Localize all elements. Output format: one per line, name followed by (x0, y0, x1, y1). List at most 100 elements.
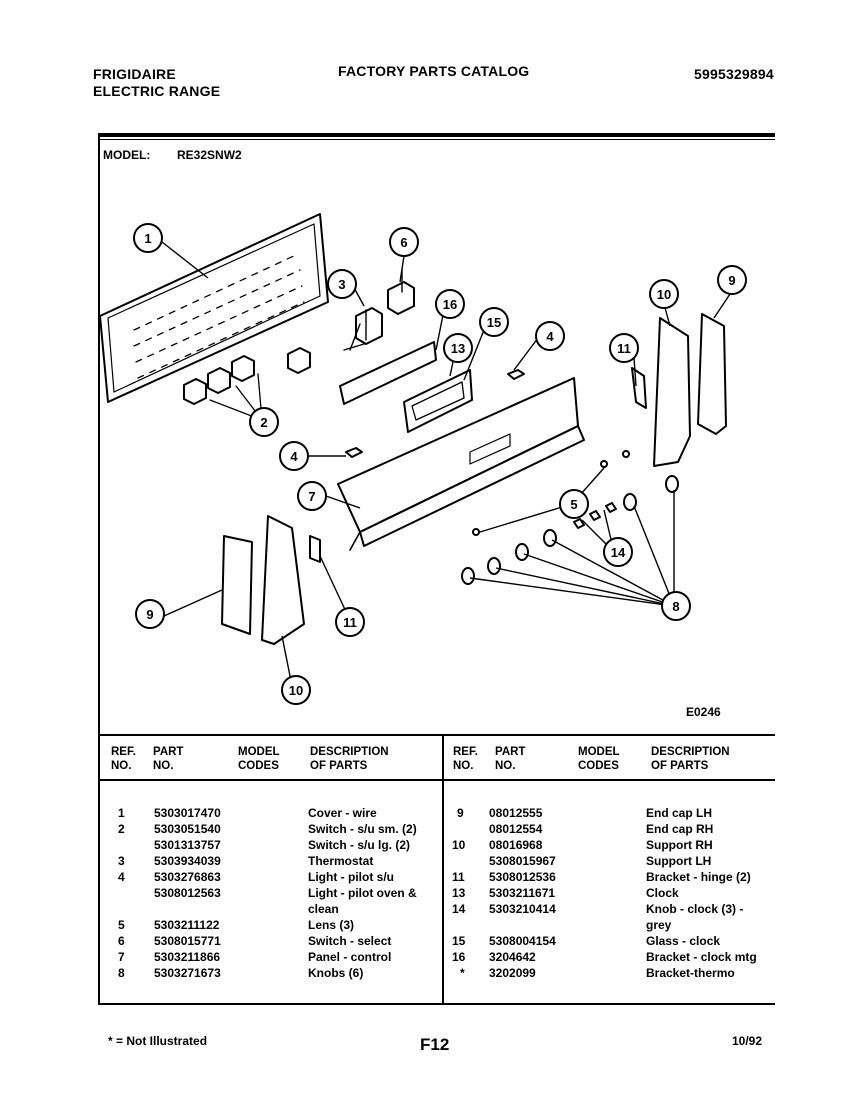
row-part: 08016968 (489, 838, 543, 852)
row-desc: Light - pilot oven & (308, 886, 417, 900)
revision-date: 10/92 (732, 1034, 763, 1048)
part-hinge-bracket-rh (631, 367, 647, 409)
row-desc: Knobs (6) (308, 966, 364, 980)
row-desc: Light - pilot s/u (308, 870, 394, 884)
row-part: 5303051540 (154, 822, 221, 836)
row-ref: 14 (452, 902, 466, 916)
header-part-right-line2: NO. (495, 760, 516, 772)
part-end-cap-rh (697, 313, 727, 435)
part-hinge-bracket-lh (309, 535, 321, 563)
row-ref: 5 (118, 918, 125, 932)
part-clock-bracket (339, 341, 437, 405)
row-ref: * (460, 966, 465, 980)
row-ref: 8 (118, 966, 125, 980)
header-desc-line1: DESCRIPTION (310, 746, 389, 758)
part-pilot-light-lower (345, 447, 363, 458)
header-model-right: MODEL CODES (578, 745, 620, 773)
row-desc: Cover - wire (308, 806, 377, 820)
row-part: 5301313757 (154, 838, 221, 852)
row-part: 5303271673 (154, 966, 221, 980)
frame-left-border (98, 133, 100, 1005)
svg-text:15: 15 (487, 315, 501, 330)
diagram-code: E0246 (686, 705, 721, 719)
header-ref: REF. NO. (111, 745, 136, 773)
row-part: 5308015967 (489, 854, 556, 868)
brand-name: FRIGIDAIRE (93, 66, 176, 82)
row-part: 5303210414 (489, 902, 556, 916)
header-model-right-line2: CODES (578, 760, 619, 772)
header-ref-right-line2: NO. (453, 760, 474, 772)
row-desc: Bracket - hinge (2) (646, 870, 751, 884)
model-number: RE32SNW2 (177, 148, 242, 162)
header-rule-thick (98, 133, 775, 137)
header-part-line2: NO. (153, 760, 174, 772)
row-part: 5308015771 (154, 934, 221, 948)
table-top-rule (98, 734, 775, 736)
svg-text:2: 2 (260, 415, 267, 430)
row-desc: Clock (646, 886, 679, 900)
row-part: 5303934039 (154, 854, 221, 868)
row-part: 5308012563 (154, 886, 221, 900)
row-ref: 6 (118, 934, 125, 948)
svg-text:4: 4 (290, 449, 298, 464)
svg-text:13: 13 (451, 341, 465, 356)
row-desc: clean (308, 902, 339, 916)
header-ref-line1: REF. (111, 746, 136, 758)
table-header-rule (98, 779, 775, 781)
header-model-line2: CODES (238, 760, 279, 772)
svg-text:11: 11 (617, 341, 631, 356)
svg-text:4: 4 (546, 329, 554, 344)
row-part: 3204642 (489, 950, 536, 964)
model-label: MODEL: (103, 148, 151, 162)
header-ref-line2: NO. (111, 760, 132, 772)
row-desc: Switch - select (308, 934, 392, 948)
svg-text:7: 7 (308, 489, 315, 504)
row-desc: Bracket - clock mtg (646, 950, 757, 964)
row-desc: End cap LH (646, 806, 713, 820)
header-rule-thin (98, 139, 775, 140)
row-desc: Support RH (646, 838, 713, 852)
row-desc: Glass - clock (646, 934, 721, 948)
header-part-right-line1: PART (495, 746, 526, 758)
svg-text:9: 9 (728, 273, 735, 288)
row-desc: Support LH (646, 854, 712, 868)
row-ref: 3 (118, 854, 125, 868)
row-ref: 11 (452, 870, 465, 884)
row-part: 08012555 (489, 806, 543, 820)
part-clock (403, 369, 473, 433)
row-desc: Lens (3) (308, 918, 355, 932)
row-desc: Bracket-thermo (646, 966, 735, 980)
row-desc: Panel - control (308, 950, 392, 964)
row-ref: 15 (452, 934, 466, 948)
header-model: MODEL CODES (238, 745, 280, 773)
part-knobs (461, 475, 679, 585)
header-desc-right: DESCRIPTION OF PARTS (651, 745, 730, 773)
row-ref: 16 (452, 950, 466, 964)
header-model-line1: MODEL (238, 746, 280, 758)
row-ref: 2 (118, 822, 125, 836)
row-ref: 7 (118, 950, 125, 964)
part-thermostat (343, 307, 383, 351)
svg-text:16: 16 (443, 297, 457, 312)
header-desc: DESCRIPTION OF PARTS (310, 745, 389, 773)
svg-text:6: 6 (400, 235, 407, 250)
row-desc: Knob - clock (3) - (646, 902, 744, 916)
table-column-divider (442, 736, 444, 1005)
footnote: * = Not Illustrated (108, 1034, 208, 1048)
row-desc: Switch - s/u sm. (2) (308, 822, 417, 836)
part-control-panel (337, 377, 585, 551)
part-support-lh (261, 515, 305, 645)
svg-text:5: 5 (570, 497, 577, 512)
svg-text:14: 14 (611, 545, 626, 560)
svg-text:8: 8 (672, 599, 679, 614)
row-desc: grey (646, 918, 672, 932)
row-part: 5303276863 (154, 870, 221, 884)
svg-text:1: 1 (144, 231, 151, 246)
header-model-right-line1: MODEL (578, 746, 620, 758)
row-part: 5303211866 (154, 950, 221, 964)
product-name: ELECTRIC RANGE (93, 83, 221, 99)
row-part: 08012554 (489, 822, 543, 836)
part-select-switch (387, 269, 415, 315)
part-wire-cover (99, 213, 329, 403)
